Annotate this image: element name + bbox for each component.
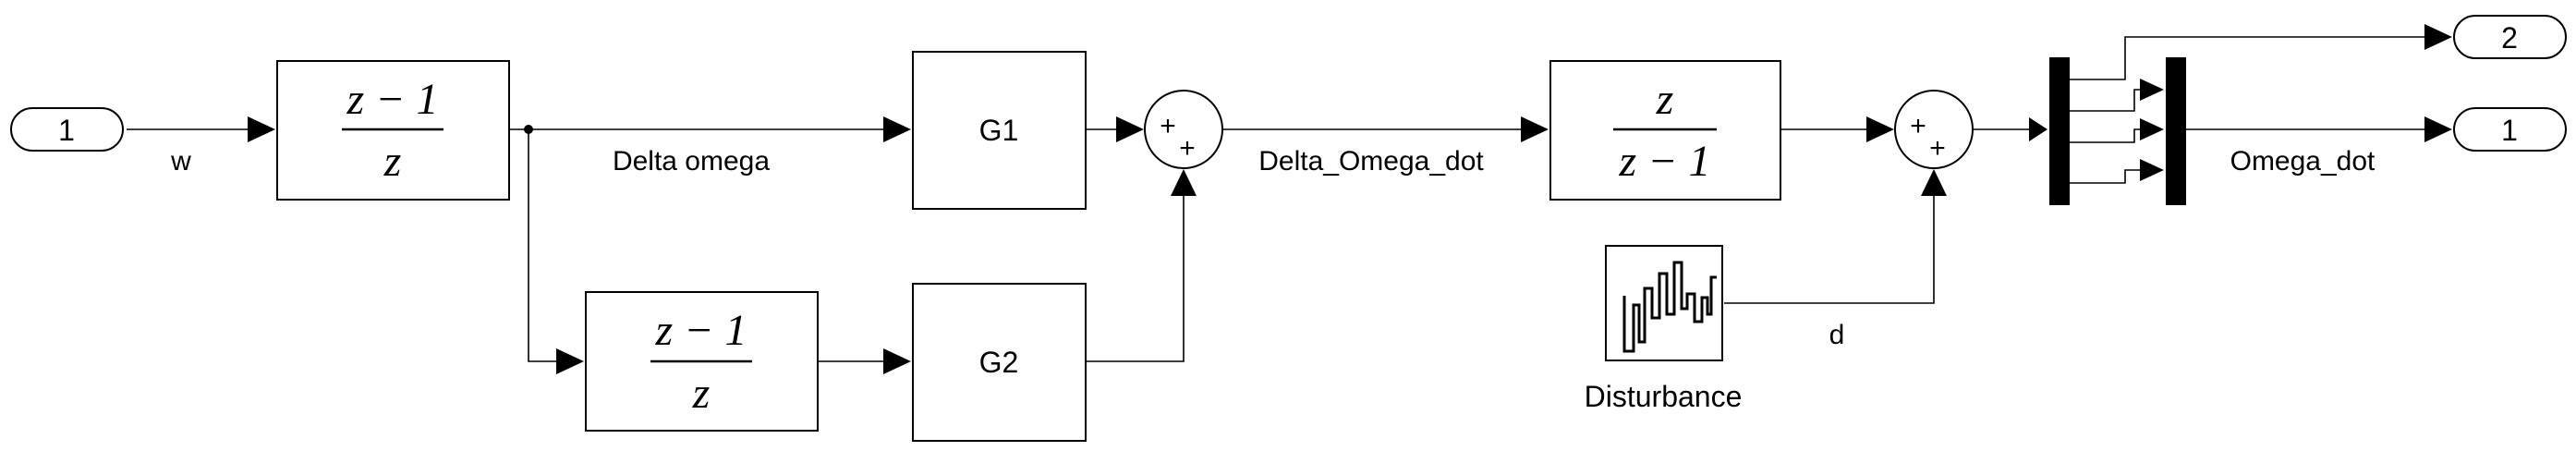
integrator-numerator: z [1656, 75, 1674, 124]
sum1-sign-left: + [1160, 111, 1176, 141]
diff-top-numerator: z − 1 [346, 75, 438, 124]
g1-block[interactable]: G1 [912, 51, 1087, 210]
signal-label-d: d [1829, 320, 1845, 350]
g1-label: G1 [979, 114, 1019, 147]
selector-bar[interactable] [2166, 57, 2186, 205]
disturbance-block[interactable]: Disturbance [1585, 245, 1743, 413]
arrowhead-sum1-left [1116, 116, 1144, 142]
inport-1-label: 1 [58, 114, 75, 147]
diff-top-denominator: z [383, 137, 402, 186]
discrete-difference-top[interactable]: z − 1 z [276, 60, 510, 201]
wire-mux-sel-1 [2069, 36, 2424, 80]
arrowhead-sel-in-3 [2140, 159, 2164, 181]
inport-1[interactable]: 1 [10, 107, 124, 152]
arrowhead-g2 [883, 348, 911, 374]
arrowhead-outport-2 [2424, 24, 2452, 50]
arrowhead-sel-in-2 [2140, 118, 2164, 140]
g2-label: G2 [979, 346, 1019, 379]
arrowhead-diff-top [248, 116, 275, 142]
wire-branch [528, 129, 556, 362]
wire-mux-sel-2 [2069, 89, 2140, 112]
sum2-sign-left: + [1910, 111, 1926, 141]
outport-1-label: 1 [2501, 114, 2518, 147]
random-signal-icon [1622, 261, 1717, 353]
outport-2[interactable]: 2 [2453, 15, 2567, 59]
sum1-sign-bottom: + [1179, 133, 1196, 164]
arrowhead-diff-bottom [556, 348, 584, 374]
integrator-denominator: z − 1 [1618, 137, 1710, 186]
signal-label-w: w [170, 146, 191, 177]
signal-label-delta-omega-dot: Delta_Omega_dot [1258, 146, 1484, 177]
arrowhead-outport-1 [2424, 116, 2452, 142]
wire-mux-sel-3 [2069, 128, 2140, 143]
arrowhead-sum2-left [1866, 116, 1894, 142]
outport-1[interactable]: 1 [2453, 107, 2567, 152]
arrowhead-sum1-bottom [1171, 169, 1197, 196]
arrowhead-integrator [1521, 116, 1549, 142]
g2-block[interactable]: G2 [912, 283, 1087, 442]
mux-bar[interactable] [2049, 57, 2070, 205]
wire-g2-sum1 [1087, 196, 1185, 362]
wire-d [1724, 196, 1935, 304]
sum2-sign-bottom: + [1929, 133, 1946, 164]
arrowhead-g1 [883, 116, 911, 142]
discrete-integrator[interactable]: z z − 1 [1549, 60, 1781, 201]
diff-bottom-denominator: z [692, 369, 711, 418]
sum-block-2[interactable]: + + [1894, 90, 1974, 169]
outport-2-label: 2 [2501, 21, 2518, 55]
discrete-difference-bottom[interactable]: z − 1 z [585, 291, 819, 432]
signal-label-delta-omega: Delta omega [613, 146, 770, 177]
disturbance-label: Disturbance [1585, 380, 1743, 413]
diff-bottom-numerator: z − 1 [654, 306, 747, 355]
arrowhead-sel-in-1 [2140, 79, 2164, 101]
wire-mux-sel-4 [2069, 169, 2140, 184]
signal-label-omega-dot: Omega_dot [2230, 146, 2376, 177]
arrowhead-mux [2029, 117, 2047, 141]
arrowhead-sum2-bottom [1921, 169, 1947, 196]
sum-block-1[interactable]: + + [1144, 90, 1223, 169]
